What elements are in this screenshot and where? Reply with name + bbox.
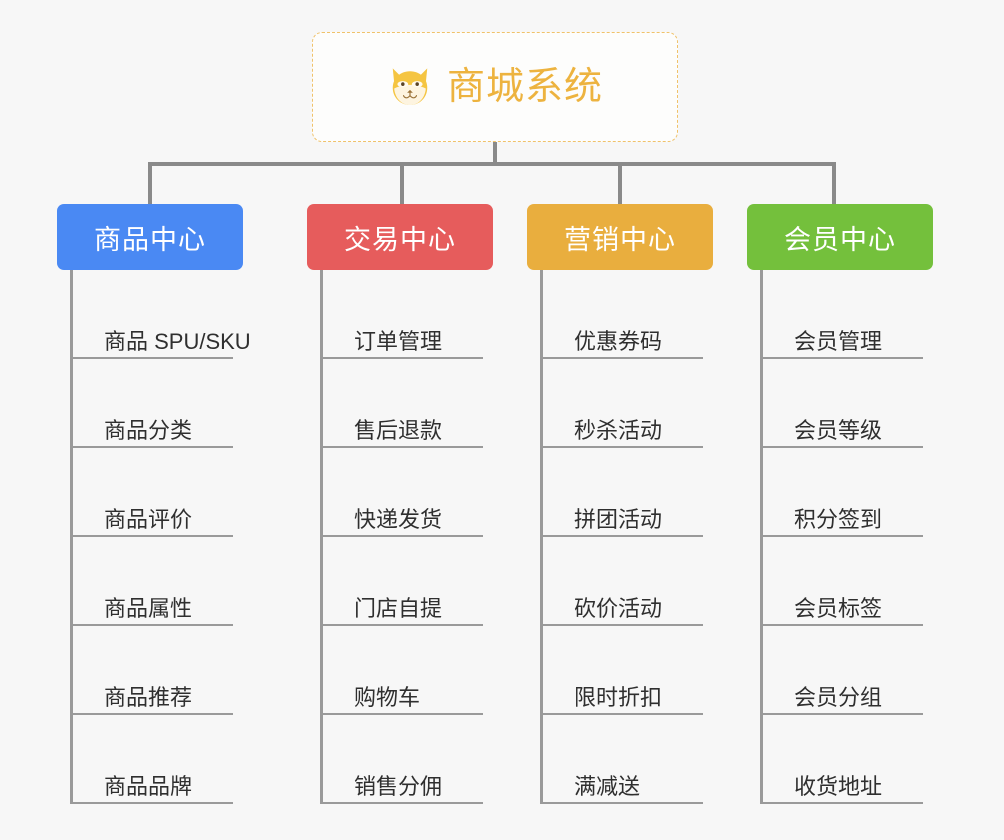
branch-column-product: 商品中心 商品 SPU/SKU 商品分类 商品评价 商品属性 商品推荐 商品品牌	[57, 204, 251, 804]
branch-header-trade[interactable]: 交易中心	[307, 204, 493, 270]
list-item-label: 快递发货	[354, 506, 443, 532]
connector-drop-3	[618, 164, 622, 204]
list-item[interactable]: 限时折扣	[543, 626, 713, 715]
list-item-label: 售后退款	[354, 417, 443, 443]
list-item-label: 拼团活动	[574, 506, 663, 532]
branch-items-product: 商品 SPU/SKU 商品分类 商品评价 商品属性 商品推荐 商品品牌	[70, 270, 251, 804]
connector-drop-2	[400, 164, 404, 204]
list-item[interactable]: 砍价活动	[543, 537, 713, 626]
branch-header-member[interactable]: 会员中心	[747, 204, 933, 270]
list-item-label: 秒杀活动	[574, 417, 663, 443]
connector-root-stem	[493, 142, 497, 164]
root-title: 商城系统	[446, 66, 603, 108]
list-item[interactable]: 商品 SPU/SKU	[73, 270, 251, 359]
list-item[interactable]: 购物车	[323, 626, 493, 715]
shiba-dog-face-icon	[392, 68, 428, 105]
list-item[interactable]: 售后退款	[323, 359, 493, 448]
list-item-label: 优惠券码	[574, 328, 663, 354]
list-item-label: 收货地址	[794, 773, 883, 799]
list-item-label: 积分签到	[794, 506, 883, 532]
branch-items-member: 会员管理 会员等级 积分签到 会员标签 会员分组 收货地址	[760, 270, 933, 804]
list-item-label: 购物车	[354, 684, 421, 710]
list-item[interactable]: 销售分佣	[323, 715, 493, 804]
list-item-label: 商品品牌	[104, 773, 193, 799]
list-item-label: 销售分佣	[354, 773, 443, 799]
branch-header-product[interactable]: 商品中心	[57, 204, 243, 270]
branch-header-label: 商品中心	[94, 224, 206, 255]
list-item[interactable]: 秒杀活动	[543, 359, 713, 448]
list-item[interactable]: 商品评价	[73, 448, 243, 537]
list-item-label: 商品评价	[104, 506, 193, 532]
list-item[interactable]: 商品品牌	[73, 715, 243, 804]
list-item-label: 砍价活动	[574, 595, 663, 621]
list-item[interactable]: 门店自提	[323, 537, 493, 626]
connector-horizontal-bus	[148, 162, 836, 166]
branch-column-member: 会员中心 会员管理 会员等级 积分签到 会员标签 会员分组 收货地址	[747, 204, 933, 804]
branch-items-trade: 订单管理 售后退款 快递发货 门店自提 购物车 销售分佣	[320, 270, 493, 804]
list-item[interactable]: 满减送	[543, 715, 713, 804]
list-item-label: 会员等级	[794, 417, 883, 443]
list-item[interactable]: 快递发货	[323, 448, 493, 537]
list-item[interactable]: 拼团活动	[543, 448, 713, 537]
list-item[interactable]: 商品属性	[73, 537, 243, 626]
list-item-label: 限时折扣	[574, 684, 663, 710]
list-item[interactable]: 会员管理	[763, 270, 933, 359]
branch-column-trade: 交易中心 订单管理 售后退款 快递发货 门店自提 购物车 销售分佣	[307, 204, 493, 804]
list-item[interactable]: 商品推荐	[73, 626, 243, 715]
branch-header-label: 会员中心	[784, 224, 896, 255]
list-item[interactable]: 积分签到	[763, 448, 933, 537]
branch-items-marketing: 优惠券码 秒杀活动 拼团活动 砍价活动 限时折扣 满减送	[540, 270, 713, 804]
list-item[interactable]: 会员等级	[763, 359, 933, 448]
connector-drop-4	[832, 164, 836, 204]
branch-header-label: 营销中心	[564, 224, 676, 255]
list-item-label: 商品 SPU/SKU	[104, 328, 251, 354]
branch-column-marketing: 营销中心 优惠券码 秒杀活动 拼团活动 砍价活动 限时折扣 满减送	[527, 204, 713, 804]
list-item-label: 会员管理	[794, 328, 883, 354]
branch-header-marketing[interactable]: 营销中心	[527, 204, 713, 270]
connector-drop-1	[148, 164, 152, 204]
list-item[interactable]: 订单管理	[323, 270, 493, 359]
root-node[interactable]: 商城系统	[312, 32, 678, 142]
list-item-label: 会员标签	[794, 595, 883, 621]
list-item[interactable]: 优惠券码	[543, 270, 713, 359]
list-item[interactable]: 收货地址	[763, 715, 933, 804]
list-item-label: 满减送	[574, 773, 641, 799]
list-item-label: 门店自提	[354, 595, 443, 621]
branch-header-label: 交易中心	[344, 224, 456, 255]
list-item-label: 订单管理	[354, 328, 443, 354]
list-item-label: 商品分类	[104, 417, 193, 443]
list-item-label: 商品推荐	[104, 684, 193, 710]
list-item[interactable]: 会员标签	[763, 537, 933, 626]
list-item[interactable]: 商品分类	[73, 359, 243, 448]
list-item[interactable]: 会员分组	[763, 626, 933, 715]
list-item-label: 商品属性	[104, 595, 193, 621]
list-item-label: 会员分组	[794, 684, 883, 710]
